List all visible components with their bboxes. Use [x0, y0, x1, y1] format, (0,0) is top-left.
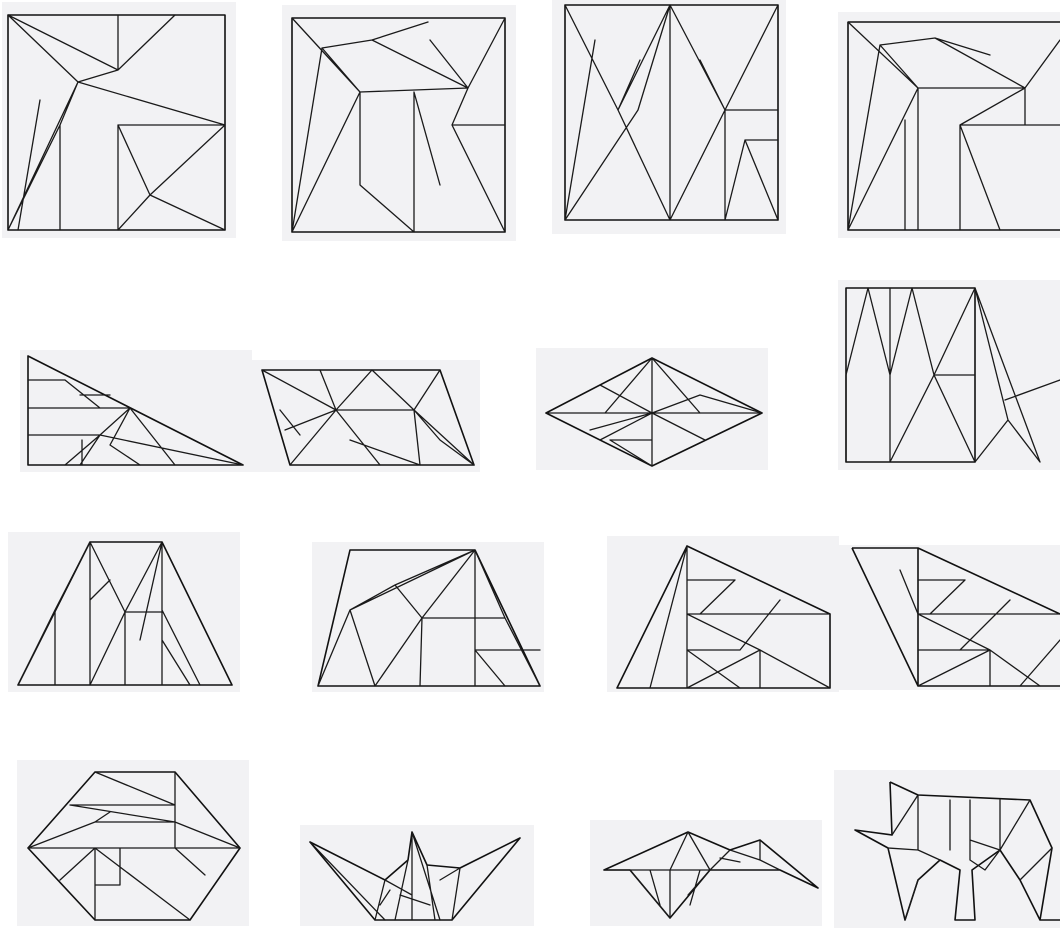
figure-trapezoid-1	[8, 532, 240, 692]
figure-square-4	[838, 12, 1060, 238]
figure-boat	[300, 825, 534, 926]
figure-square-1	[2, 2, 236, 238]
figure-parallelogram	[252, 360, 480, 472]
figure-bird	[590, 820, 822, 926]
figure-trapezoid-2	[312, 542, 544, 692]
figure-pentagon-1	[607, 536, 839, 692]
figure-right-triangle	[20, 350, 252, 472]
figure-hexagon	[17, 760, 249, 926]
figure-animal	[834, 770, 1060, 928]
figure-square-3	[552, 0, 786, 234]
figure-rhombus	[536, 348, 768, 470]
figure-square-2	[282, 5, 516, 241]
figure-square-5	[838, 280, 1060, 470]
figure-pentagon-2	[838, 545, 1060, 690]
